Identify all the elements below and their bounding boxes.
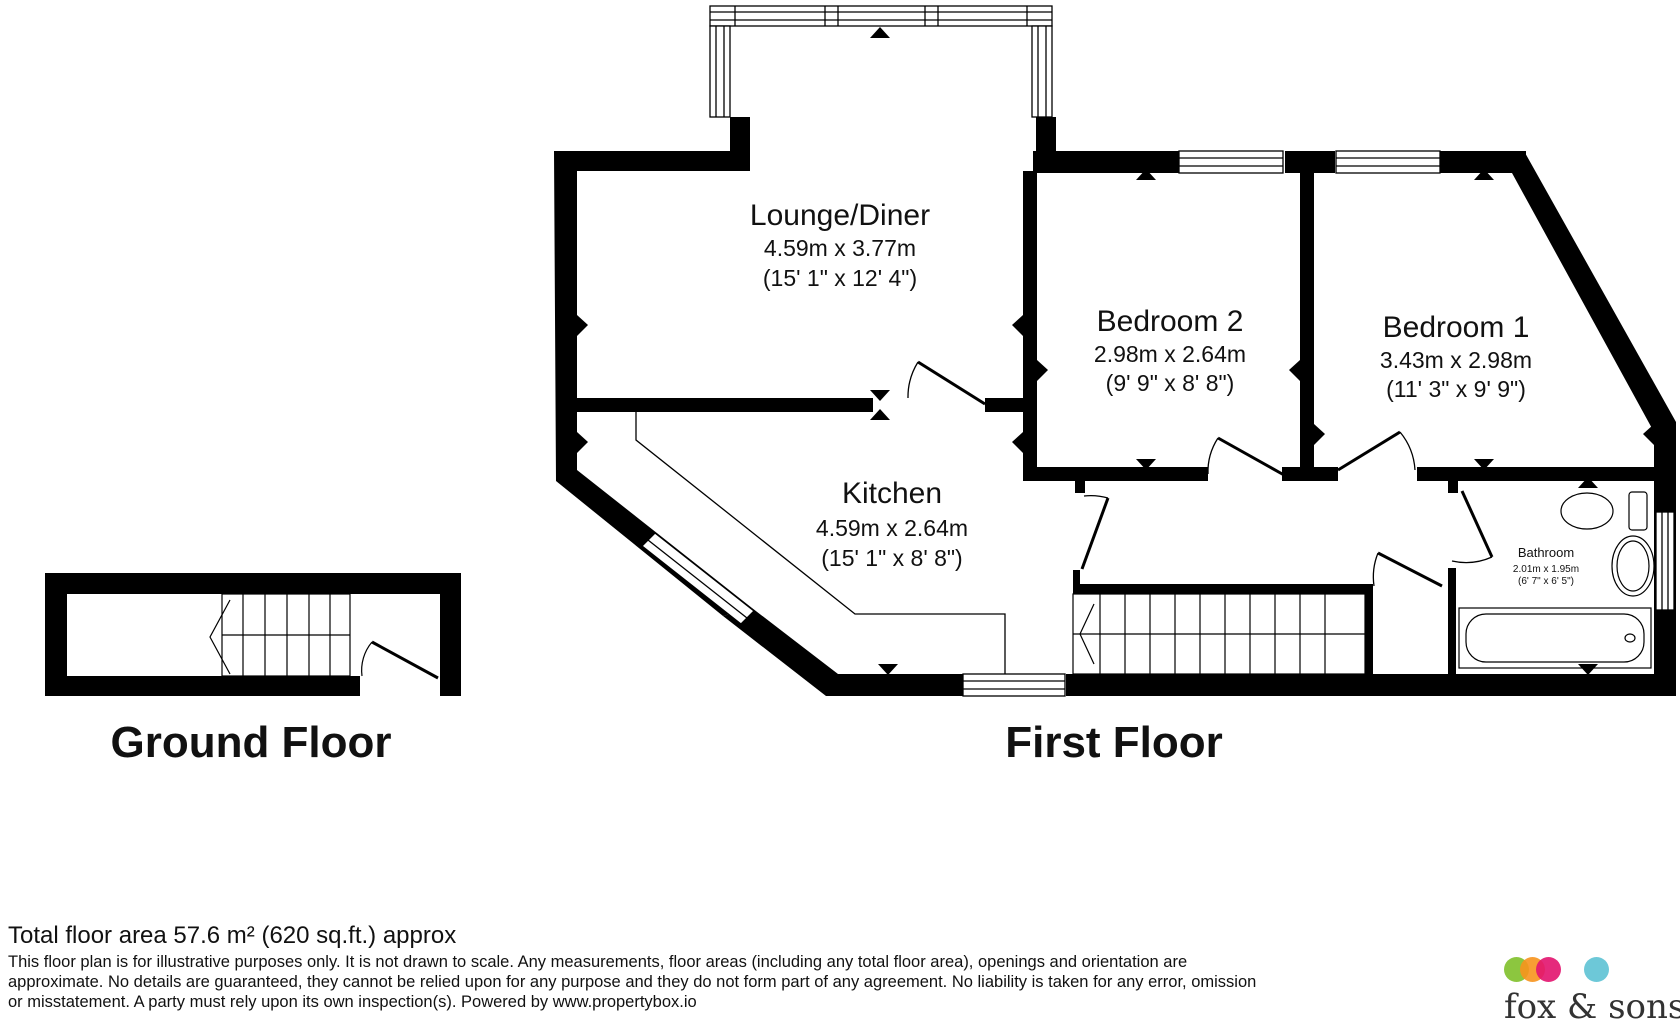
first-floor-outer-wall xyxy=(554,117,752,616)
room-dimensions-metric: 4.59m x 2.64m xyxy=(816,515,968,541)
ground-floor-plan xyxy=(45,573,461,696)
measurement-arrows xyxy=(577,27,1654,675)
room-name: Bathroom xyxy=(1518,545,1574,560)
logo-dot-pink xyxy=(1536,957,1561,982)
room-kitchen: Kitchen 4.59m x 2.64m (15' 1" x 8' 8") xyxy=(816,477,968,571)
disclaimer: This floor plan is for illustrative purp… xyxy=(8,952,1408,1012)
logo-dot-blue xyxy=(1584,957,1609,982)
ground-floor-stairs xyxy=(209,593,351,677)
kitchen-worktop xyxy=(635,412,1006,674)
disclaimer-line-3: or misstatement. A party must rely upon … xyxy=(8,993,697,1011)
ground-floor-door xyxy=(361,640,439,680)
windows xyxy=(641,5,1675,697)
room-dimensions-imperial: (11' 3" x 9' 9") xyxy=(1386,376,1526,402)
room-lounge-diner: Lounge/Diner 4.59m x 3.77m (15' 1" x 12'… xyxy=(750,199,930,291)
disclaimer-line-1: This floor plan is for illustrative purp… xyxy=(8,953,1188,971)
room-dimensions-metric: 2.01m x 1.95m xyxy=(1513,564,1579,575)
room-name: Bedroom 1 xyxy=(1383,311,1530,344)
doors xyxy=(907,360,1494,588)
first-floor-stairs xyxy=(1072,593,1366,675)
first-floor-title: First Floor xyxy=(1005,718,1223,767)
room-bedroom-1: Bedroom 1 3.43m x 2.98m (11' 3" x 9' 9") xyxy=(1380,311,1532,402)
total-floor-area: Total floor area 57.6 m² (620 sq.ft.) ap… xyxy=(8,922,457,949)
ground-floor-title: Ground Floor xyxy=(110,718,391,767)
ground-floor-walls xyxy=(45,573,461,696)
room-dimensions-imperial: (15' 1" x 8' 8") xyxy=(821,545,962,571)
toilet-icon xyxy=(1560,492,1614,530)
room-dimensions-imperial: (15' 1" x 12' 4") xyxy=(763,265,917,291)
brand-name: fox & sons xyxy=(1504,987,1680,1027)
bathroom-fixtures xyxy=(1458,491,1655,669)
room-dimensions-metric: 3.43m x 2.98m xyxy=(1380,347,1532,373)
footer: Total floor area 57.6 m² (620 sq.ft.) ap… xyxy=(8,922,1408,1012)
first-floor-plan: Lounge/Diner 4.59m x 3.77m (15' 1" x 12'… xyxy=(554,5,1676,697)
room-dimensions-metric: 2.98m x 2.64m xyxy=(1094,341,1246,367)
room-bathroom: Bathroom 2.01m x 1.95m (6' 7" x 6' 5") xyxy=(1513,545,1579,587)
room-name: Bedroom 2 xyxy=(1097,305,1244,338)
room-name: Kitchen xyxy=(842,477,942,510)
room-dimensions-metric: 4.59m x 3.77m xyxy=(764,235,916,261)
room-dimensions-imperial: (9' 9" x 8' 8") xyxy=(1106,370,1235,396)
room-dimensions-imperial: (6' 7" x 6' 5") xyxy=(1518,576,1574,587)
disclaimer-line-2: approximate. No details are guaranteed, … xyxy=(8,973,1257,991)
brand-logo: fox & sons xyxy=(1500,955,1680,1027)
room-bedroom-2: Bedroom 2 2.98m x 2.64m (9' 9" x 8' 8") xyxy=(1094,305,1246,396)
room-name: Lounge/Diner xyxy=(750,199,930,232)
